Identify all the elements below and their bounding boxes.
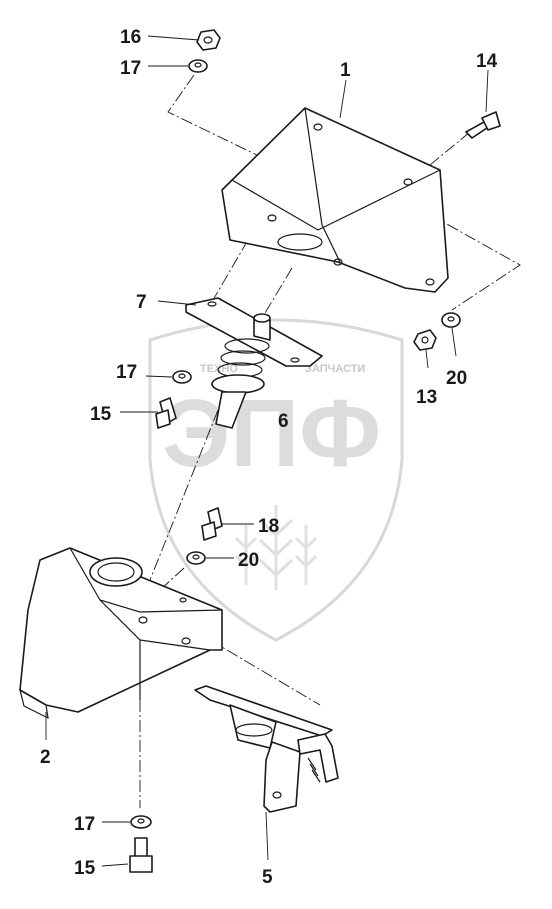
bolt-15-middle xyxy=(155,397,177,429)
callout-18: 18 xyxy=(258,516,279,537)
callout-20-lower: 20 xyxy=(238,550,259,571)
spring-plate-7 xyxy=(185,297,323,394)
lower-housing-2 xyxy=(19,547,223,720)
callout-13: 13 xyxy=(416,387,437,408)
watermark-word-right: ЗАПЧАСТИ xyxy=(305,363,365,375)
callout-5: 5 xyxy=(262,867,273,888)
callout-1: 1 xyxy=(340,60,351,81)
washer-17-bottom xyxy=(130,815,152,829)
callout-20-right: 20 xyxy=(446,368,467,389)
watermark-word-left: ТЕХНО xyxy=(200,363,238,375)
washer-20-right xyxy=(441,312,461,328)
washer-17-middle xyxy=(172,370,192,384)
bolt-18 xyxy=(201,507,223,541)
callout-2: 2 xyxy=(40,747,51,768)
callout-labels: 16 17 1 14 7 17 15 6 13 20 18 20 2 5 17 … xyxy=(40,27,498,888)
bolt-15-bottom xyxy=(129,837,153,873)
callout-17-middle: 17 xyxy=(116,362,137,383)
upper-bracket xyxy=(221,107,449,293)
watermark-wheat-icon xyxy=(234,505,318,590)
callout-6: 6 xyxy=(278,411,289,432)
callout-15-bottom: 15 xyxy=(74,858,96,879)
washer-17-top xyxy=(188,59,208,73)
callout-7: 7 xyxy=(136,292,147,313)
callout-15-middle: 15 xyxy=(90,404,112,425)
callout-17-bottom: 17 xyxy=(74,814,95,835)
watermark-shield xyxy=(148,318,404,642)
callout-16: 16 xyxy=(120,27,141,48)
callout-leaders xyxy=(45,35,489,867)
cone-6 xyxy=(215,391,247,429)
watermark: ТЕХНО ЗАПЧАСТИ ЭПФ xyxy=(148,318,404,642)
washer-20-lower xyxy=(186,551,206,565)
nut-16 xyxy=(196,29,221,51)
bolt-14 xyxy=(465,111,501,139)
nut-13 xyxy=(413,329,437,351)
watermark-letters: ЭПФ xyxy=(162,380,381,487)
callout-17-top: 17 xyxy=(120,58,141,79)
callout-14: 14 xyxy=(476,51,498,72)
lower-bracket-5 xyxy=(194,685,339,813)
